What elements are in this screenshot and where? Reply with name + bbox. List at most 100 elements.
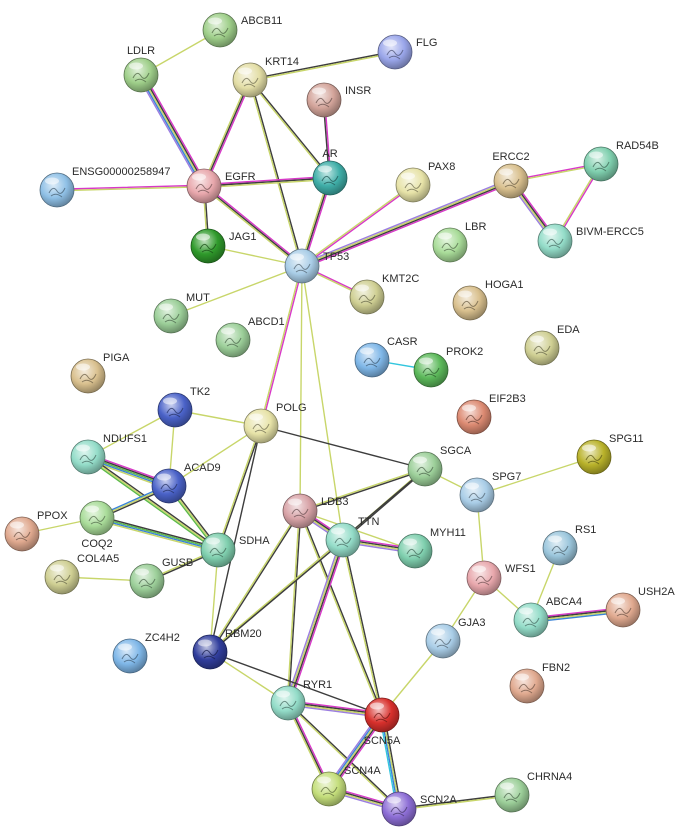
node-sphere[interactable] — [44, 559, 80, 595]
node-sphere[interactable] — [456, 399, 492, 435]
node-egfr[interactable]: EGFR — [186, 168, 256, 204]
node-ttn[interactable]: TTN — [325, 516, 379, 558]
node-sphere[interactable] — [452, 285, 488, 321]
node-sphere[interactable] — [153, 298, 189, 334]
node-fbn2[interactable]: FBN2 — [509, 662, 570, 704]
node-sphere[interactable] — [493, 163, 529, 199]
node-spg11[interactable]: SPG11 — [576, 433, 644, 475]
node-sphere[interactable] — [232, 62, 268, 98]
node-sphere[interactable] — [413, 352, 449, 388]
node-flg[interactable]: FLG — [377, 34, 437, 70]
node-sphere[interactable] — [70, 358, 106, 394]
node-sphere[interactable] — [349, 279, 385, 315]
node-coq2[interactable]: COQ2 — [79, 500, 115, 550]
node-bivm-ercc5[interactable]: BIVM-ERCC5 — [537, 223, 644, 259]
node-sphere[interactable] — [537, 223, 573, 259]
node-sphere[interactable] — [524, 330, 560, 366]
node-col4a5[interactable]: COL4A5 — [44, 553, 119, 595]
node-ppox[interactable]: PPOX — [4, 510, 68, 552]
node-ldlr[interactable]: LDLR — [123, 45, 159, 93]
node-acad9[interactable]: ACAD9 — [151, 462, 221, 504]
node-sphere[interactable] — [542, 530, 578, 566]
node-rad54b[interactable]: RAD54B — [583, 140, 659, 182]
node-sdha[interactable]: SDHA — [200, 532, 270, 568]
node-sphere[interactable] — [425, 623, 461, 659]
node-scn4a[interactable]: SCN4A — [311, 765, 381, 807]
node-ush2a[interactable]: USH2A — [605, 586, 675, 628]
node-eif2b3[interactable]: EIF2B3 — [456, 393, 526, 435]
node-sphere[interactable] — [312, 160, 348, 196]
node-sphere[interactable] — [282, 493, 318, 529]
node-tk2[interactable]: TK2 — [157, 386, 210, 428]
node-sphere[interactable] — [513, 602, 549, 638]
node-chrna4[interactable]: CHRNA4 — [494, 771, 572, 813]
node-sphere[interactable] — [381, 791, 417, 827]
node-ryr1[interactable]: RYR1 — [270, 679, 332, 721]
node-ldb3[interactable]: LDB3 — [282, 493, 349, 529]
node-sphere[interactable] — [407, 451, 443, 487]
node-rbm20[interactable]: RBM20 — [192, 628, 262, 670]
node-sphere[interactable] — [364, 697, 400, 733]
node-ndufs1[interactable]: NDUFS1 — [70, 433, 147, 475]
node-abcd1[interactable]: ABCD1 — [215, 316, 285, 358]
node-spg7[interactable]: SPG7 — [459, 471, 521, 513]
node-polg[interactable]: POLG — [243, 402, 307, 444]
node-sphere[interactable] — [190, 228, 226, 264]
node-sphere[interactable] — [151, 468, 187, 504]
node-sphere[interactable] — [129, 563, 165, 599]
node-sphere[interactable] — [70, 439, 106, 475]
node-gja3[interactable]: GJA3 — [425, 617, 486, 659]
node-wfs1[interactable]: WFS1 — [466, 560, 536, 596]
node-abcb11[interactable]: ABCB11 — [202, 12, 282, 48]
node-sphere[interactable] — [123, 57, 159, 93]
node-sphere[interactable] — [4, 516, 40, 552]
node-sphere[interactable] — [284, 248, 320, 284]
node-sphere[interactable] — [605, 592, 641, 628]
node-sphere[interactable] — [354, 342, 390, 378]
node-sphere[interactable] — [459, 477, 495, 513]
node-myh11[interactable]: MYH11 — [397, 527, 466, 569]
node-sphere[interactable] — [157, 392, 193, 428]
node-sphere[interactable] — [215, 322, 251, 358]
node-scn2a[interactable]: SCN2A — [381, 791, 457, 827]
node-sphere[interactable] — [270, 685, 306, 721]
node-sphere[interactable] — [397, 533, 433, 569]
node-ensg00000258947[interactable]: ENSG00000258947 — [39, 166, 170, 208]
node-sphere[interactable] — [192, 634, 228, 670]
node-sgca[interactable]: SGCA — [407, 445, 472, 487]
node-sphere[interactable] — [466, 560, 502, 596]
node-sphere[interactable] — [395, 167, 431, 203]
node-piga[interactable]: PIGA — [70, 352, 130, 394]
node-sphere[interactable] — [325, 522, 361, 558]
node-sphere[interactable] — [432, 227, 468, 263]
node-jag1[interactable]: JAG1 — [190, 228, 257, 264]
node-lbr[interactable]: LBR — [432, 221, 486, 263]
node-sphere[interactable] — [377, 34, 413, 70]
node-gusb[interactable]: GUSB — [129, 557, 193, 599]
node-zc4h2[interactable]: ZC4H2 — [112, 632, 180, 674]
node-tp53[interactable]: TP53 — [284, 248, 349, 284]
node-rs1[interactable]: RS1 — [542, 524, 596, 566]
node-ar[interactable]: AR — [312, 148, 348, 196]
node-scn5a[interactable]: SCN5A — [364, 697, 401, 747]
node-pax8[interactable]: PAX8 — [395, 161, 455, 203]
node-hoga1[interactable]: HOGA1 — [452, 279, 524, 321]
node-sphere[interactable] — [306, 82, 342, 118]
node-sphere[interactable] — [509, 668, 545, 704]
node-sphere[interactable] — [576, 439, 612, 475]
node-sphere[interactable] — [202, 12, 238, 48]
node-casr[interactable]: CASR — [354, 336, 418, 378]
node-sphere[interactable] — [311, 771, 347, 807]
node-eda[interactable]: EDA — [524, 324, 580, 366]
node-mut[interactable]: MUT — [153, 292, 210, 334]
node-ercc2[interactable]: ERCC2 — [492, 151, 530, 199]
node-sphere[interactable] — [200, 532, 236, 568]
node-kmt2c[interactable]: KMT2C — [349, 273, 419, 315]
node-sphere[interactable] — [243, 408, 279, 444]
node-insr[interactable]: INSR — [306, 82, 371, 118]
node-sphere[interactable] — [112, 638, 148, 674]
node-sphere[interactable] — [39, 172, 75, 208]
node-sphere[interactable] — [583, 146, 619, 182]
node-sphere[interactable] — [494, 777, 530, 813]
node-sphere[interactable] — [79, 500, 115, 536]
